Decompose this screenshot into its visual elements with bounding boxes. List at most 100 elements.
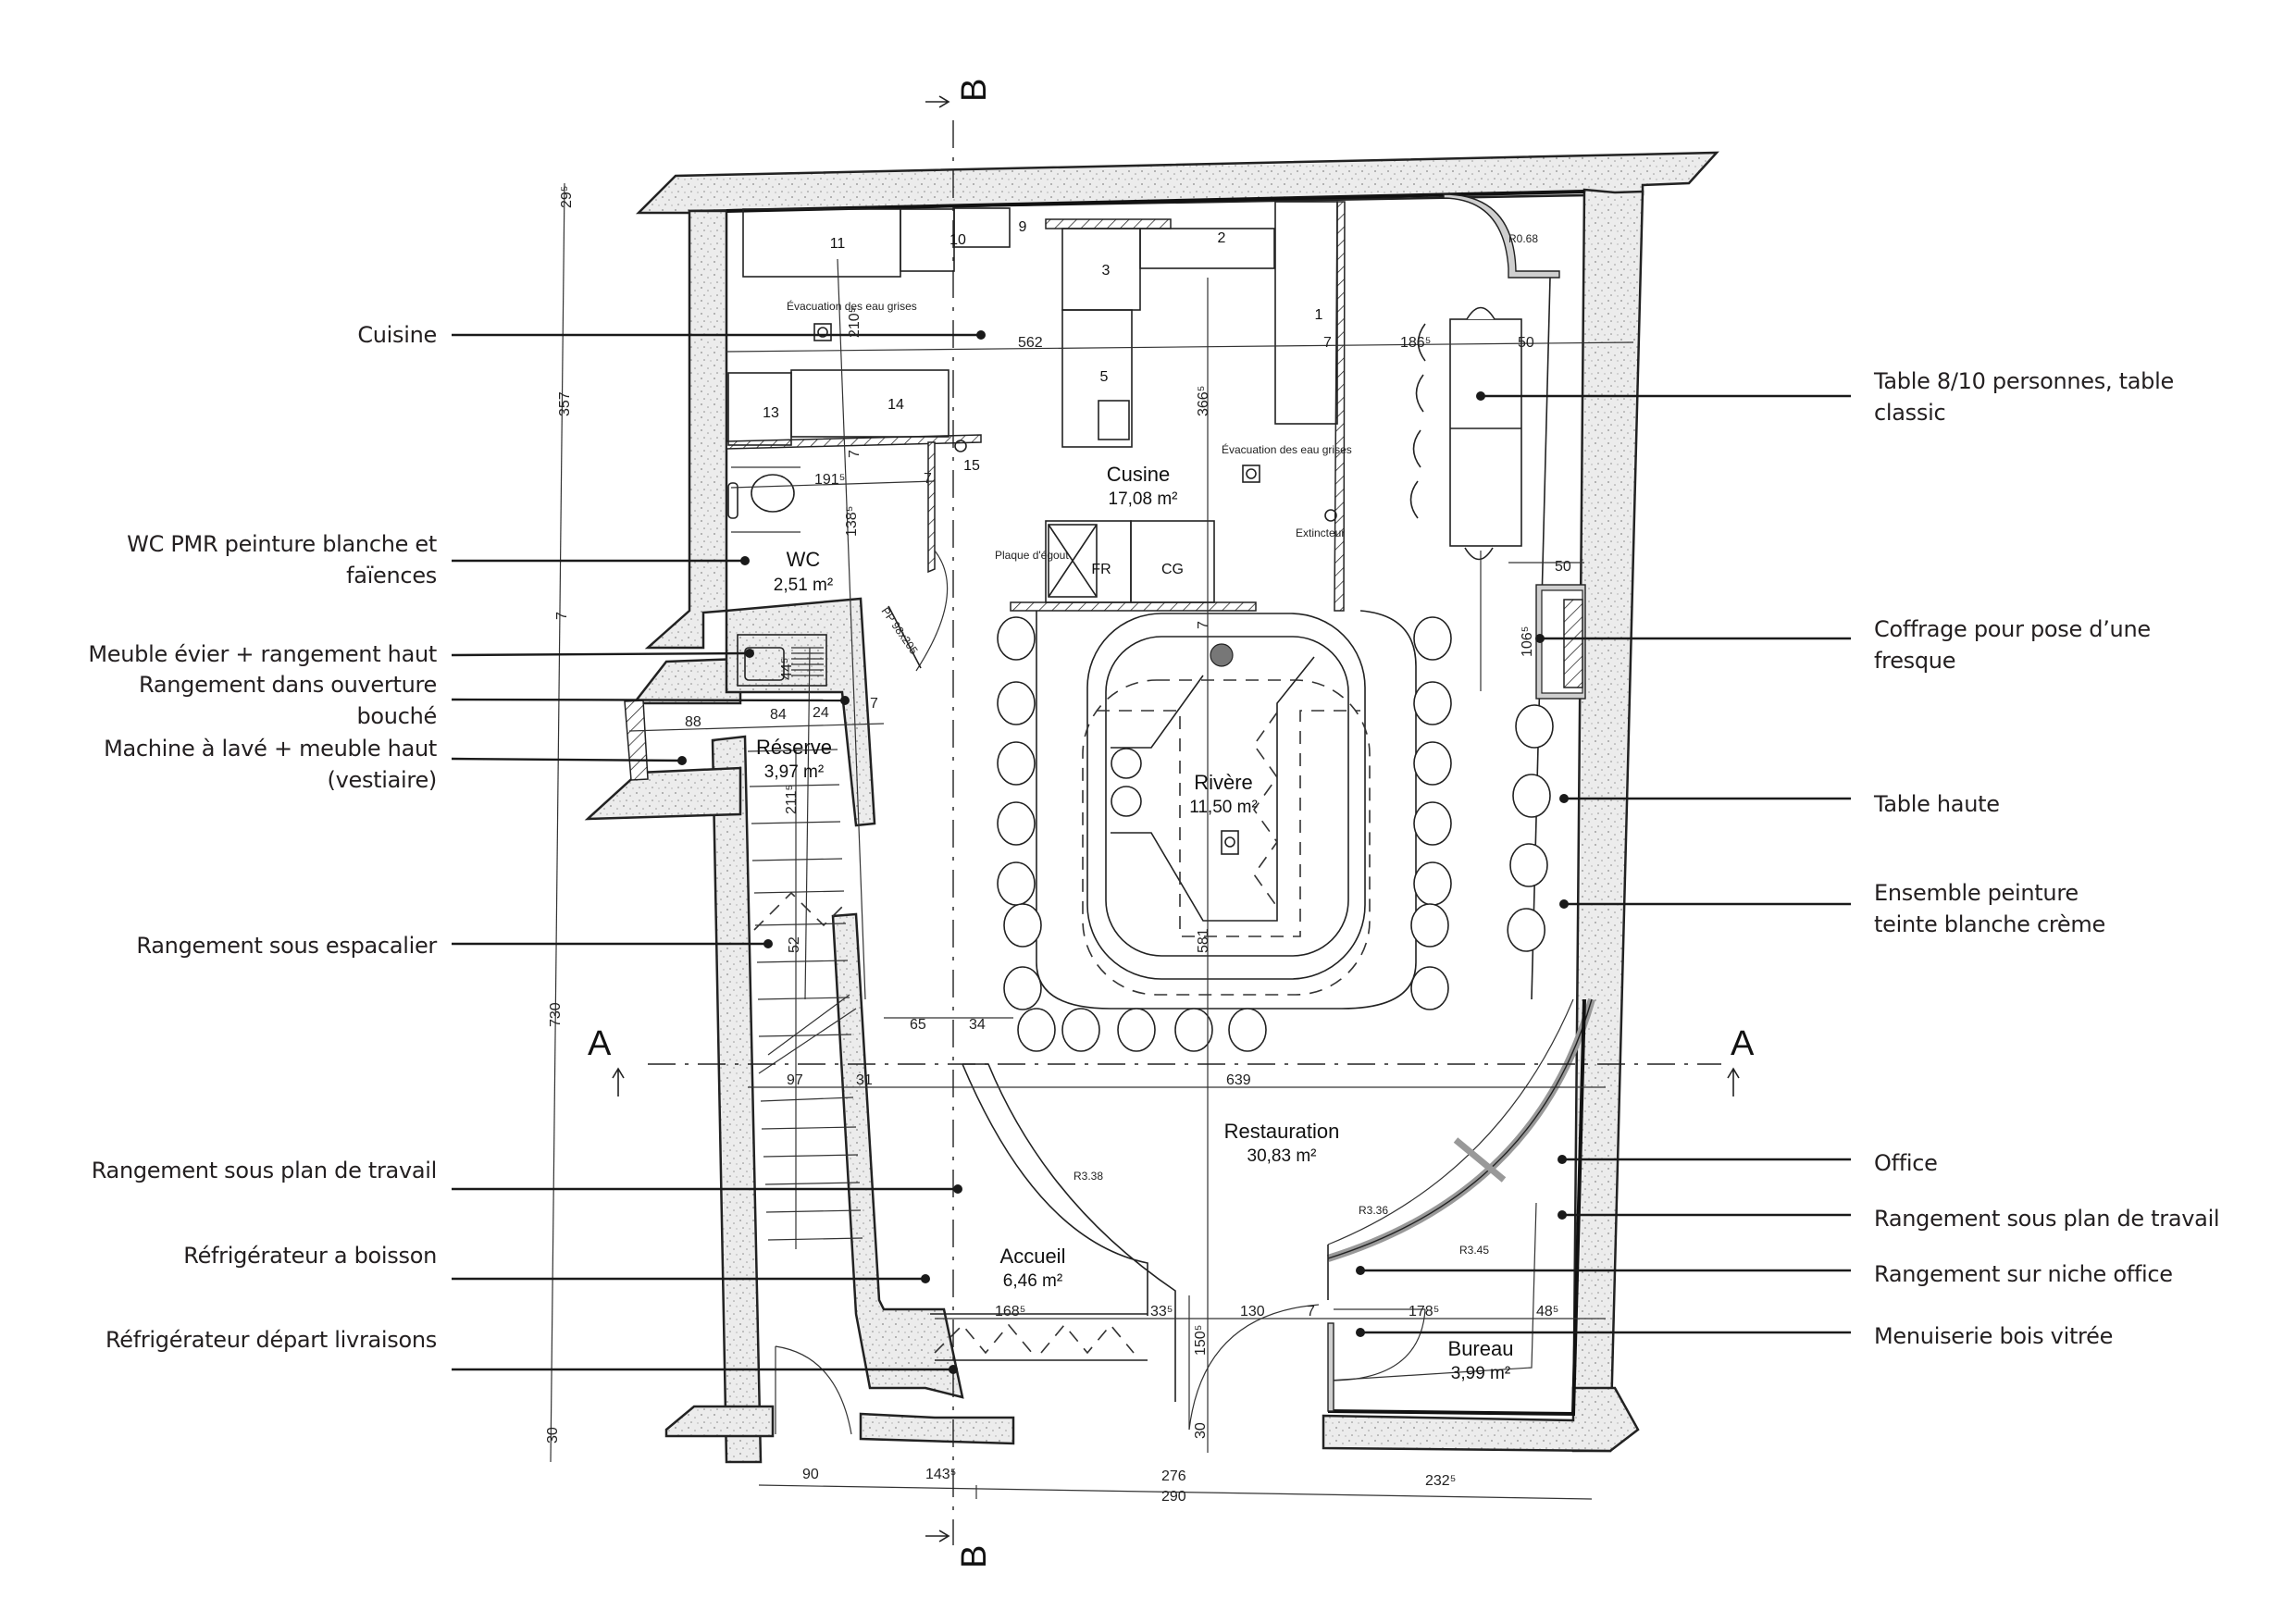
leader-meuble-evier bbox=[451, 651, 751, 657]
room-reserve-area: 3,97 m² bbox=[764, 762, 824, 782]
legend-refrigerateur-livraisons: Réfrigérateur départ livraisons bbox=[105, 1327, 437, 1353]
stool bbox=[1509, 843, 1548, 887]
interior-lines bbox=[726, 190, 1595, 1435]
room-bureau-area: 3,99 m² bbox=[1451, 1364, 1510, 1383]
svg-text:5: 5 bbox=[1100, 369, 1109, 385]
leader-menuiserie-dot bbox=[1356, 1328, 1365, 1337]
legend-refrigerateur-boisson: Réfrigérateur a boisson bbox=[183, 1243, 437, 1269]
leaders bbox=[451, 330, 1851, 1374]
svg-text:3: 3 bbox=[1102, 263, 1111, 279]
section-a-right: A bbox=[1731, 1024, 1755, 1063]
bureau-window bbox=[1327, 1322, 1334, 1412]
stool bbox=[1174, 1008, 1213, 1052]
stool bbox=[1061, 1008, 1100, 1052]
room-restauration-area: 30,83 m² bbox=[1247, 1146, 1317, 1166]
svg-text:R3.45: R3.45 bbox=[1459, 1244, 1489, 1257]
svg-text:R0.68: R0.68 bbox=[1508, 232, 1538, 245]
leader-table-haute-dot bbox=[1559, 794, 1569, 803]
coffrage-fresque-hatch bbox=[1563, 599, 1583, 688]
svg-text:29⁵: 29⁵ bbox=[559, 186, 575, 208]
stools bbox=[997, 616, 1554, 1052]
room-restauration-name: Restauration bbox=[1224, 1120, 1340, 1143]
leader-office-dot bbox=[1558, 1155, 1567, 1164]
stool bbox=[1410, 966, 1449, 1010]
leader-machine bbox=[451, 757, 683, 762]
svg-text:10: 10 bbox=[949, 232, 966, 248]
stool bbox=[1507, 908, 1545, 952]
svg-text:7: 7 bbox=[847, 450, 863, 458]
svg-text:PP 98x205: PP 98x205 bbox=[879, 605, 921, 657]
svg-text:210⁵: 210⁵ bbox=[847, 307, 863, 338]
svg-text:7: 7 bbox=[870, 696, 878, 712]
svg-text:15: 15 bbox=[963, 458, 980, 474]
svg-text:7: 7 bbox=[1323, 335, 1332, 351]
stool bbox=[1003, 966, 1042, 1010]
wall-right bbox=[1571, 188, 1644, 1453]
svg-text:106⁵: 106⁵ bbox=[1520, 626, 1535, 657]
section-lines bbox=[612, 95, 1740, 1545]
svg-text:9: 9 bbox=[1019, 219, 1027, 235]
svg-text:24: 24 bbox=[813, 705, 829, 721]
bureau-outline bbox=[1327, 998, 1586, 1417]
wc-fixtures bbox=[727, 466, 800, 533]
leader-ensemble-peinture-dot bbox=[1559, 899, 1569, 909]
svg-text:7: 7 bbox=[554, 612, 570, 620]
wall-stair-left bbox=[711, 735, 763, 1464]
leader-coffrage-dot bbox=[1535, 634, 1545, 643]
staircase bbox=[747, 749, 863, 1249]
svg-text:48⁵: 48⁵ bbox=[1536, 1304, 1558, 1319]
svg-text:366⁵: 366⁵ bbox=[1196, 386, 1211, 416]
legend-office: Office bbox=[1874, 1150, 1938, 1176]
wall-bottom-mid bbox=[859, 1412, 1015, 1445]
section-b-top: B bbox=[955, 79, 994, 102]
room-bureau-name: Bureau bbox=[1448, 1337, 1514, 1360]
stool bbox=[1003, 903, 1042, 948]
stool bbox=[1512, 774, 1551, 818]
svg-text:65: 65 bbox=[910, 1017, 926, 1033]
counter-office-arc bbox=[1327, 998, 1574, 1245]
stool bbox=[1413, 681, 1452, 725]
svg-text:50: 50 bbox=[1555, 559, 1571, 575]
stool bbox=[997, 861, 1036, 906]
legend-rangement-ouverture: Rangement dans ouverture bouché bbox=[138, 672, 437, 729]
stool bbox=[1228, 1008, 1267, 1052]
svg-text:1: 1 bbox=[1315, 307, 1323, 323]
leader-refrig-livraisons-dot bbox=[949, 1365, 958, 1374]
leader-wc-dot bbox=[740, 556, 750, 565]
legend-rangement-niche: Rangement sur niche office bbox=[1874, 1261, 2173, 1287]
stool bbox=[1515, 704, 1554, 749]
svg-text:30: 30 bbox=[1193, 1422, 1209, 1439]
room-accueil-area: 6,46 m² bbox=[1003, 1271, 1062, 1291]
sink-cabinet bbox=[737, 634, 827, 687]
svg-text:2: 2 bbox=[1218, 230, 1226, 246]
wall-stair-right bbox=[831, 912, 964, 1399]
wall-top bbox=[635, 151, 1719, 215]
room-wc-area: 2,51 m² bbox=[774, 576, 833, 595]
legend-machine-a-laver: Machine à lavé + meuble haut (vestiaire) bbox=[104, 736, 437, 793]
svg-text:581: 581 bbox=[1196, 928, 1211, 953]
svg-text:R3.38: R3.38 bbox=[1074, 1170, 1103, 1183]
svg-text:357: 357 bbox=[557, 391, 573, 416]
bar-outer-ring bbox=[1086, 613, 1366, 980]
tag-fr: FR bbox=[1091, 562, 1111, 577]
svg-text:R3.36: R3.36 bbox=[1359, 1204, 1388, 1217]
svg-text:639: 639 bbox=[1226, 1072, 1251, 1088]
svg-text:232⁵: 232⁵ bbox=[1425, 1473, 1456, 1489]
svg-text:84: 84 bbox=[770, 707, 787, 723]
svg-text:52: 52 bbox=[787, 936, 802, 953]
legend-rangement-plan-travail-right: Rangement sous plan de travail bbox=[1874, 1206, 2220, 1232]
partition-top-kitchen bbox=[1045, 218, 1172, 229]
svg-text:186⁵: 186⁵ bbox=[1400, 335, 1431, 351]
curved-corner-r068 bbox=[1443, 193, 1560, 279]
bar-counter-outer bbox=[1036, 610, 1417, 1010]
stool bbox=[997, 801, 1036, 846]
leader-table-8-10-dot bbox=[1476, 391, 1485, 401]
svg-text:31: 31 bbox=[856, 1072, 873, 1088]
room-riviere-name: Rivère bbox=[1194, 771, 1253, 794]
svg-text:90: 90 bbox=[802, 1467, 819, 1482]
wall-wc-bottom bbox=[725, 597, 876, 827]
partition-reserve-left bbox=[624, 700, 649, 781]
partition-wc-right bbox=[927, 441, 936, 574]
counter-accueil-r338 bbox=[962, 1063, 1176, 1402]
svg-text:50: 50 bbox=[1518, 335, 1534, 351]
